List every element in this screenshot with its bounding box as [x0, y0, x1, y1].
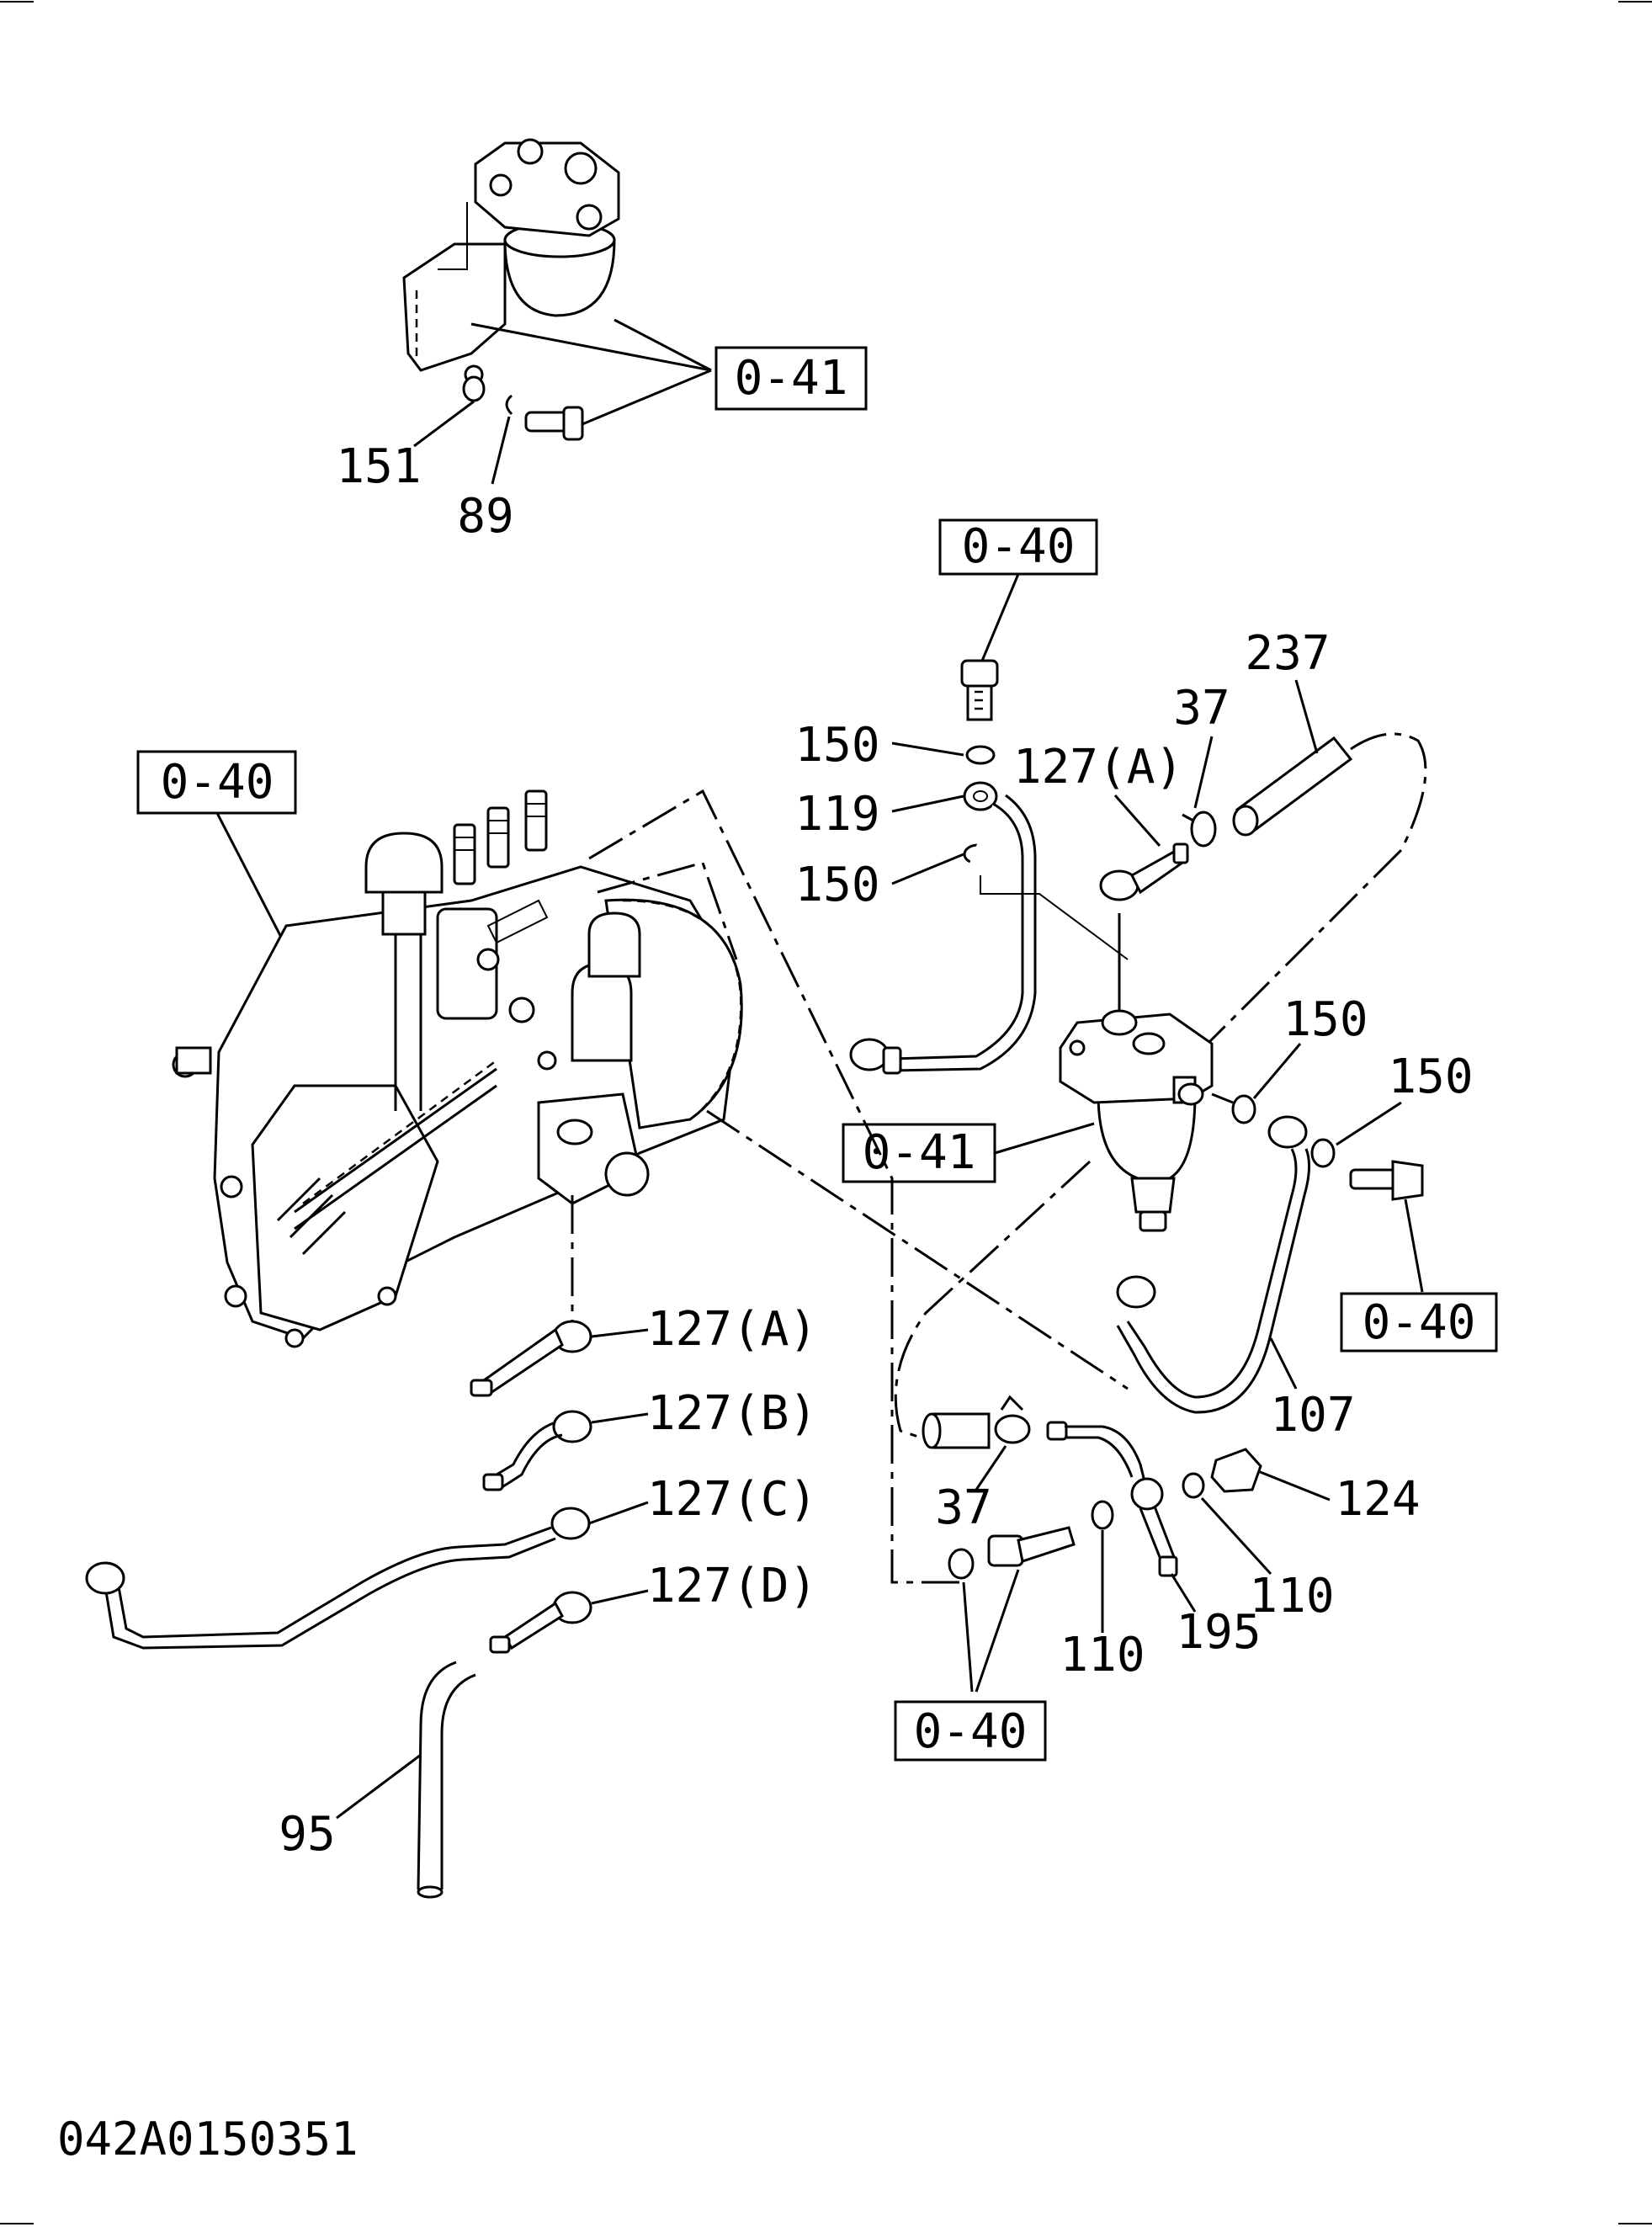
washer-151: [462, 375, 486, 402]
callout-127a: 127(A): [647, 1302, 817, 1357]
fitting-127b: [482, 1410, 592, 1491]
callout-127a-top: 127(A): [1013, 740, 1183, 795]
washer-150-filter-out: [1231, 1094, 1256, 1124]
pipe-end-fitting: [849, 1038, 902, 1075]
bolt-right: [1349, 1160, 1424, 1201]
pipe-107: [1116, 1115, 1310, 1414]
callout-89: 89: [457, 489, 513, 544]
callout-107: 107: [1270, 1388, 1355, 1443]
fitting-127c: [85, 1507, 591, 1650]
ref-box-top-filter[interactable]: [714, 346, 868, 411]
washer-110-right: [1182, 1472, 1205, 1499]
hose-95: [417, 1661, 476, 1899]
callout-110-a: 110: [1249, 1569, 1334, 1624]
callout-237: 237: [1245, 626, 1330, 681]
callout-124: 124: [1335, 1472, 1420, 1527]
callout-150-c: 150: [1283, 992, 1368, 1047]
top-bolt: [524, 406, 584, 441]
ref-box-pump[interactable]: [136, 750, 297, 815]
ref-box-filter[interactable]: [842, 1123, 996, 1183]
ref-right-bolt-label: 0-40: [1363, 1295, 1476, 1350]
callout-195: 195: [1176, 1605, 1261, 1660]
ref-box-bottom[interactable]: [894, 1700, 1047, 1762]
banjo-bolt-top: [960, 659, 999, 721]
fitting-127d: [489, 1591, 592, 1654]
hose-bottom: [922, 1412, 991, 1449]
spring-washer-89: [505, 394, 513, 416]
ref-box-right-bolt[interactable]: [1340, 1292, 1498, 1353]
ref-filter-label: 0-41: [863, 1125, 976, 1180]
callout-37-top: 37: [1173, 681, 1230, 736]
callout-110-b: 110: [1060, 1628, 1145, 1682]
callout-150-a: 150: [794, 718, 879, 773]
callout-151: 151: [336, 439, 421, 494]
fuel-filter: [1059, 1009, 1214, 1232]
callout-37-bottom: 37: [935, 1480, 991, 1535]
ref-top-filter-label: 0-41: [735, 351, 848, 406]
ref-top-bolt-label: 0-40: [962, 519, 1076, 574]
ref-box-top-bolt[interactable]: [938, 518, 1098, 576]
washer-150-right: [1310, 1138, 1336, 1168]
clamp-37-bottom: [994, 1395, 1031, 1444]
eye-fitting-119: [963, 781, 998, 811]
callout-127d: 127(D): [647, 1559, 817, 1613]
injection-pump: [172, 789, 743, 1348]
union-127a-top: [1099, 842, 1189, 901]
washer-110-left: [1091, 1500, 1114, 1530]
callout-119: 119: [794, 787, 879, 842]
bolt-bottom: [948, 1526, 1076, 1580]
callout-150-b: 150: [794, 858, 879, 912]
hose-237: [1232, 736, 1353, 837]
ref-bottom-label: 0-40: [914, 1704, 1028, 1759]
clamp-37-top: [1182, 811, 1217, 848]
ref-pump-label: 0-40: [161, 755, 274, 810]
washer-150-top: [965, 745, 996, 765]
fitting-127a: [470, 1320, 592, 1397]
callout-127b: 127(B): [647, 1386, 817, 1441]
callout-127c: 127(C): [647, 1472, 817, 1527]
top-filter-assembly: [402, 138, 620, 385]
callout-95: 95: [279, 1807, 335, 1862]
plug-124: [1210, 1448, 1262, 1493]
tee-fitting: [1046, 1421, 1178, 1577]
drawing-code: 042A0150351: [57, 2113, 359, 2166]
delivery-valves: [453, 789, 548, 885]
callout-150-d: 150: [1388, 1050, 1473, 1104]
